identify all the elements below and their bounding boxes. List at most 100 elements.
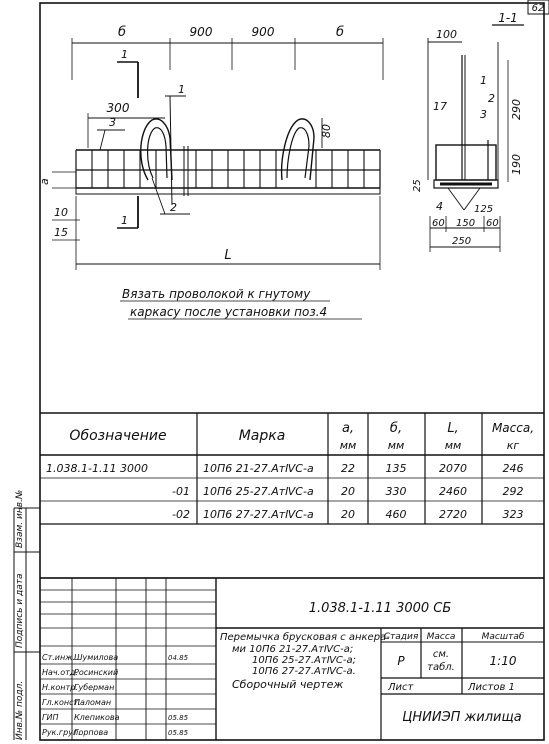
pos-2-label: 2: [170, 201, 177, 214]
spec-table: Обозначение Марка a, мм б, мм L, мм Масс…: [40, 412, 544, 579]
row-2-mass: 292: [503, 485, 524, 498]
sec-dim-290: 290: [510, 99, 523, 120]
title-line-2: ми 10П6 21-27.АтⅣС-а;: [232, 644, 353, 655]
header-L-unit: мм: [445, 439, 462, 452]
organization: ЦНИИЭП жилища: [402, 710, 521, 725]
note-line-1: Вязать проволокой к гнутому: [122, 287, 311, 301]
header-mark: Марка: [239, 428, 286, 444]
dim-900-right: 900: [252, 25, 275, 39]
staff-4-role: ГИП: [42, 713, 58, 722]
sec-pos-1: 1: [480, 74, 487, 87]
header-L: L,: [447, 421, 458, 436]
header-designation: Обозначение: [69, 428, 166, 444]
dim-b-left: б: [118, 25, 126, 40]
dim-300: 300: [107, 101, 130, 115]
sec-dim-17: 17: [433, 100, 447, 113]
staff-1-name: Росинский: [74, 668, 118, 677]
sec-pos-4: 4: [436, 200, 443, 213]
sheets-label: Листов 1: [467, 682, 515, 693]
dim-b-right: б: [336, 25, 344, 40]
row-1-mark: 10П6 21-27.АтⅣС-а: [203, 462, 314, 475]
staff-2-name: Губерман: [74, 683, 114, 692]
staff-4-name: Клепикова: [74, 713, 120, 722]
title-line-4: 10П6 27-27.АтⅣС-а.: [252, 666, 356, 677]
title-line-3: 10П6 25-27.АтⅣС-а;: [252, 655, 356, 666]
header-b: б,: [390, 421, 402, 436]
section-title: 1-1: [498, 11, 518, 25]
row-2-a: 20: [341, 485, 355, 498]
staff-6-name: Шумилова: [74, 653, 118, 662]
sec-dim-60-right: 60: [486, 218, 499, 229]
stage-label: Стадия: [384, 632, 419, 642]
dim-10: 10: [54, 206, 68, 219]
mass-label: Масса: [427, 632, 456, 642]
title-block: 1.038.1-1.11 3000 СБ Перемычка брусковая…: [40, 577, 544, 740]
staff-5-role: Рук.груп.: [42, 728, 81, 737]
dim-900-left: 900: [190, 25, 213, 39]
row-3-a: 20: [341, 508, 355, 521]
doc-code: 1.038.1-1.11 3000 СБ: [309, 601, 452, 616]
header-a: a,: [342, 421, 354, 436]
left-margin-strip: Инв.№ подл. Подпись и дата Взам. инв.№: [13, 490, 40, 740]
staff-4-date: 05.85: [168, 714, 189, 722]
row-1-b: 135: [386, 462, 407, 475]
sheet-label: Лист: [387, 682, 415, 693]
dim-L: L: [224, 248, 231, 263]
dim-15: 15: [54, 226, 68, 239]
row-3-mark: 10П6 27-27.АтⅣС-а: [203, 508, 314, 521]
row-1-designation: 1.038.1-1.11 3000: [46, 462, 148, 475]
row-3-b: 460: [386, 508, 407, 521]
staff-5-date: 05.85: [168, 729, 189, 737]
staff-5-name: Горпова: [74, 728, 108, 737]
row-2-b: 330: [386, 485, 407, 498]
row-2-L: 2460: [439, 485, 467, 498]
sec-dim-60-left: 60: [432, 218, 445, 229]
margin-inv-orig: Инв.№ подл.: [15, 681, 25, 740]
sec-dim-125: 125: [474, 204, 493, 215]
margin-inv-dupl: Взам. инв.№: [15, 490, 25, 548]
scale-value: 1:10: [490, 654, 517, 668]
section-mark-bottom: 1: [121, 214, 128, 227]
row-2-designation: -01: [172, 485, 190, 498]
sec-pos-3: 3: [480, 108, 487, 121]
header-mass: Масса,: [492, 421, 534, 435]
header-b-unit: мм: [388, 439, 405, 452]
mass-value-1: см.: [433, 649, 449, 660]
section-view: 1-1 100 1 2 3 17 290 190 25 4 125 60 150…: [412, 11, 524, 252]
staff-6-role: Ст.инж.: [42, 653, 75, 662]
staff-2-role: Н.контр.: [42, 683, 78, 692]
dim-80: 80: [320, 124, 333, 138]
note-line-2: каркасу после установки поз.4: [130, 305, 327, 319]
mass-value-2: табл.: [427, 661, 455, 673]
row-1-a: 22: [341, 462, 355, 475]
staff-3-role: Гл.конст.: [42, 698, 81, 707]
row-1-L: 2070: [439, 462, 467, 475]
header-mass-unit: кг: [507, 439, 520, 452]
sec-dim-100: 100: [436, 28, 457, 41]
row-3-mass: 323: [503, 508, 524, 521]
scale-label: Масштаб: [482, 632, 525, 642]
staff-6-date: 04.85: [168, 654, 189, 662]
title-line-1: Перемычка брусковая с анкера-: [220, 631, 390, 643]
row-1-mass: 246: [503, 462, 524, 475]
staff-3-name: Паломан: [74, 698, 111, 707]
sheet-corner-number: 62: [532, 3, 545, 14]
pos-1-label: 1: [178, 83, 185, 96]
dim-a: а: [38, 178, 51, 185]
stage-value: Р: [397, 654, 405, 668]
sheet-corner-box: [527, 0, 549, 15]
margin-sign-date: Подпись и дата: [15, 573, 25, 648]
sec-dim-250: 250: [452, 236, 471, 247]
staff-1-role: Нач.отд.: [42, 668, 78, 677]
sec-dim-25: 25: [412, 179, 423, 192]
section-mark-top: 1: [121, 48, 128, 61]
sec-dim-150: 150: [456, 218, 475, 229]
row-2-mark: 10П6 25-27.АтⅣС-а: [203, 485, 314, 498]
sec-dim-190: 190: [510, 154, 523, 175]
title-line-5: Сборочный чертеж: [232, 678, 343, 691]
pos-3-label: 3: [109, 116, 116, 129]
row-3-designation: -02: [172, 508, 190, 521]
header-a-unit: мм: [340, 439, 357, 452]
sheet-frame: [39, 2, 545, 741]
